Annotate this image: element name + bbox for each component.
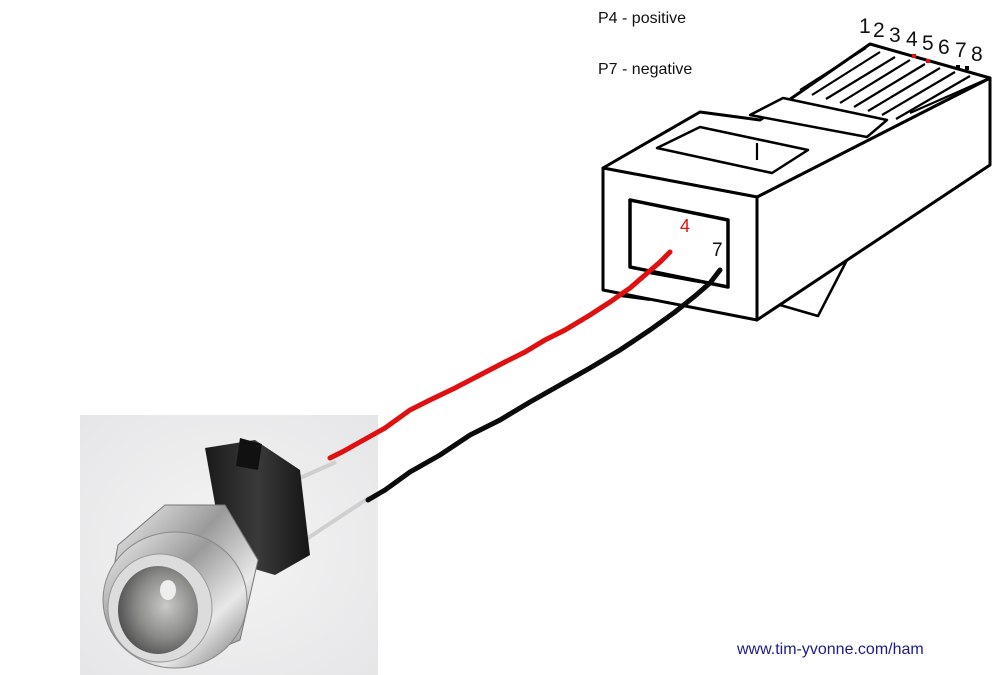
footer-url: www.tim-yvonne.com/ham [737, 641, 924, 658]
pin-number-5: 5 [922, 32, 934, 55]
red-wire-label: 4 [680, 216, 691, 236]
positive-legend: P4 - positive [598, 10, 687, 27]
pin-number-3: 3 [889, 24, 901, 47]
pin-number-4: 4 [906, 28, 918, 51]
pin7-marker [956, 65, 960, 69]
pin-number-2: 2 [873, 19, 885, 42]
pin-number-1: 1 [859, 15, 871, 38]
black-wire-negative [365, 267, 723, 503]
black-wire-label: 7 [712, 240, 723, 261]
pin4-marker [912, 54, 916, 58]
red-wire-positive [327, 249, 673, 461]
pin-number-8: 8 [971, 43, 983, 66]
pin-number-7: 7 [955, 39, 967, 62]
negative-legend: P7 - negative [598, 61, 693, 78]
pin8-marker [965, 66, 969, 70]
rj45-plug-drawing [601, 42, 992, 322]
pin5-marker [926, 59, 930, 63]
pin-number-6: 6 [938, 36, 950, 59]
